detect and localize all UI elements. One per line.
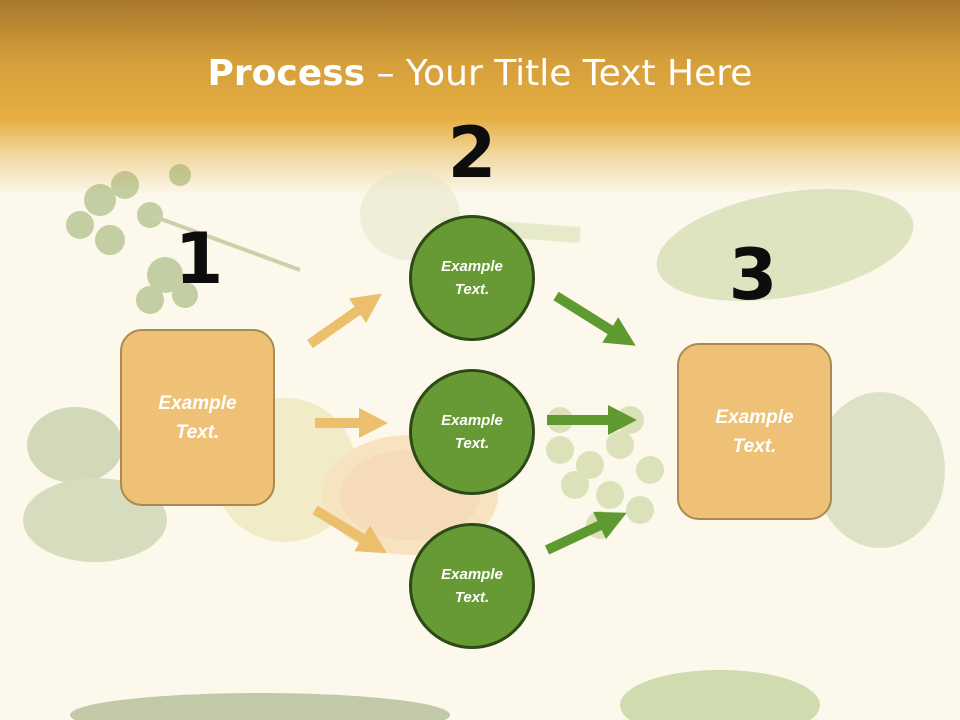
step-3-box-text: Example Text. [715,406,794,457]
green-arrows [544,291,637,555]
green-arrow-middle [547,405,637,435]
step-1-box-text: Example Text. [158,392,237,443]
step-number-1: 1 [174,218,224,300]
green-arrow-up [544,511,627,555]
orange-arrow-down [312,505,388,554]
title-rest-part: – Your Title Text Here [365,53,753,94]
step-number-3: 3 [728,234,778,316]
orange-arrow-up [307,293,383,349]
step-1-box: Example Text. [120,329,275,506]
circle-top-text: Example Text. [441,258,503,298]
orange-arrows [307,293,388,554]
title-bold-part: Process [207,53,366,94]
green-arrow-down [553,291,636,346]
step-3-box: Example Text. [677,343,832,520]
title-band [0,0,960,200]
step-2-circle-middle: Example Text. [409,369,535,495]
page-title: Process – Your Title Text Here [0,52,960,96]
circle-middle-text: Example Text. [441,412,503,452]
step-2-circle-top: Example Text. [409,215,535,341]
circle-bottom-text: Example Text. [441,566,503,606]
orange-arrow-middle [315,408,388,438]
step-2-circle-bottom: Example Text. [409,523,535,649]
step-number-2: 2 [447,112,497,194]
